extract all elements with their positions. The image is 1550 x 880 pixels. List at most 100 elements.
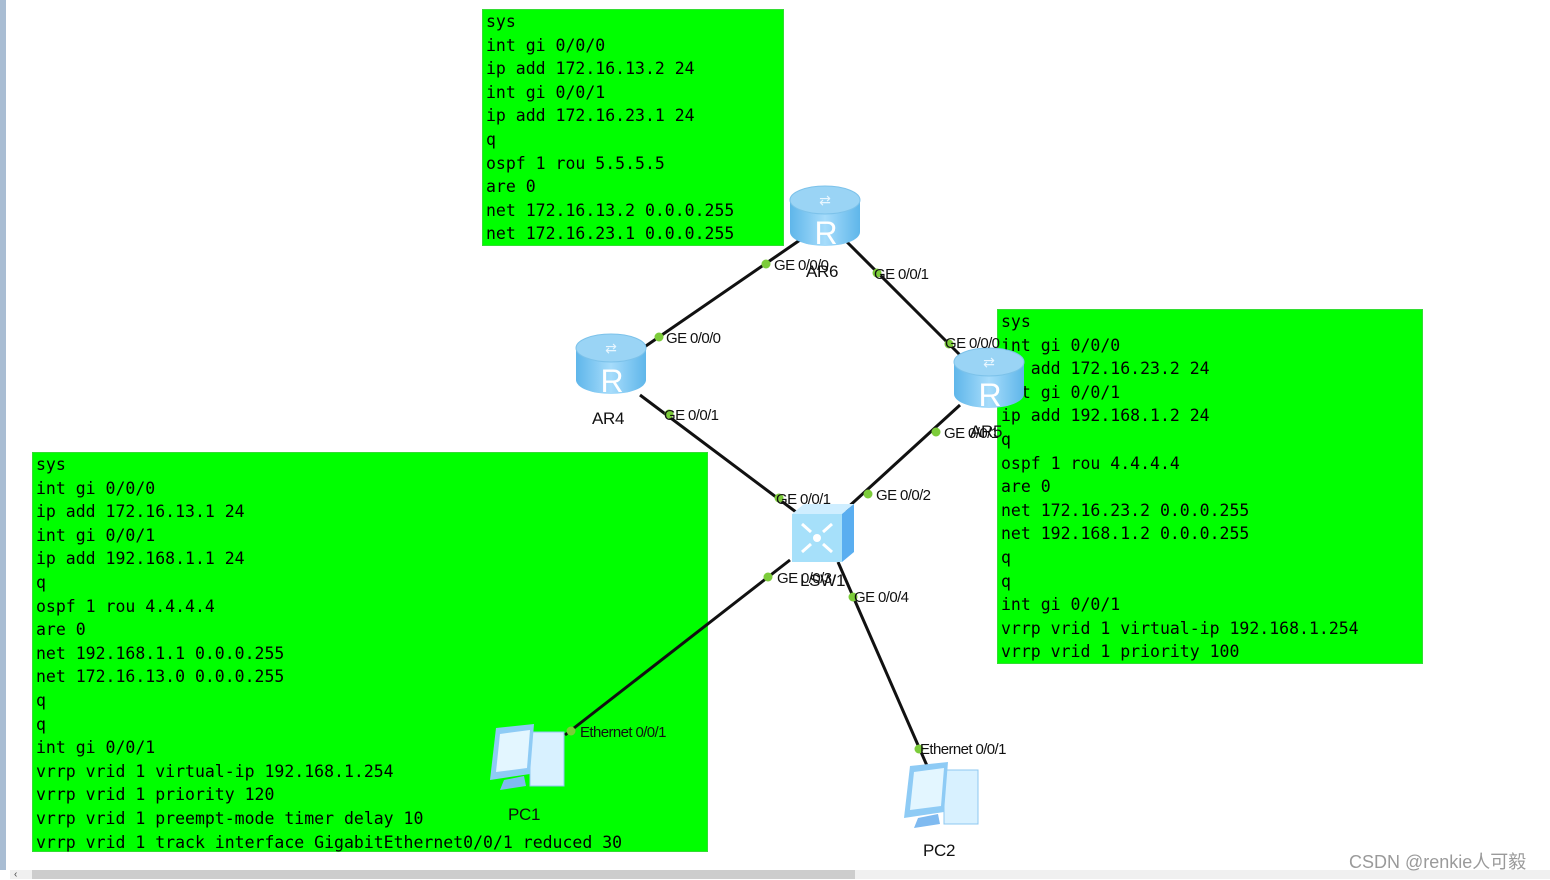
config-line: ip add 172.16.23.2 24 xyxy=(1001,359,1210,379)
config-line: net 192.168.1.1 0.0.0.255 xyxy=(36,643,285,663)
pc-pc2[interactable] xyxy=(900,762,982,837)
router-ar5[interactable]: ⇄ R xyxy=(952,346,1026,417)
port-dot xyxy=(848,592,858,602)
config-line: q xyxy=(36,714,46,734)
config-line: int gi 0/0/1 xyxy=(1001,382,1121,402)
device-name-ar6: AR6 xyxy=(806,262,839,281)
config-line: int gi 0/0/0 xyxy=(486,35,606,55)
config-line: q xyxy=(1001,547,1011,567)
link-ar4-ar6[interactable] xyxy=(639,238,801,352)
svg-text:⇄: ⇄ xyxy=(605,341,617,357)
config-line: are 0 xyxy=(486,177,536,197)
config-line: net 192.168.1.2 0.0.0.255 xyxy=(1001,524,1250,544)
port-dot xyxy=(774,493,784,503)
svg-text:R: R xyxy=(814,215,837,250)
port-dot xyxy=(914,744,924,754)
config-line: net 172.16.23.2 0.0.0.255 xyxy=(1001,500,1250,520)
config-line: vrrp vrid 1 priority 100 xyxy=(1001,642,1240,662)
config-line: int gi 0/0/1 xyxy=(1001,595,1121,615)
port-dot xyxy=(944,339,954,349)
router-icon: ⇄ R xyxy=(789,185,861,251)
config-line: q xyxy=(486,129,496,149)
watermark: CSDN @renkie人可毅 xyxy=(1349,852,1527,872)
config-note-ar5[interactable]: sys int gi 0/0/0 ip add 172.16.23.2 24 int … xyxy=(997,309,1423,664)
config-line: are 0 xyxy=(1001,477,1051,497)
config-line: sys xyxy=(1001,312,1031,331)
port-label-lsw-ge1: GE 0/0/1 xyxy=(776,491,831,508)
config-line: vrrp vrid 1 virtual-ip 192.168.1.254 xyxy=(1001,618,1359,638)
config-line: sys xyxy=(36,455,66,474)
config-line: ip add 192.168.1.1 24 xyxy=(36,549,245,569)
pc-pc1[interactable] xyxy=(486,724,568,799)
switch-lsw1[interactable] xyxy=(790,502,858,569)
router-ar6[interactable]: ⇄ R xyxy=(788,184,862,255)
config-line: q xyxy=(1001,429,1011,449)
port-label-lsw-ge2: GE 0/0/2 xyxy=(876,487,931,504)
config-line: int gi 0/0/1 xyxy=(36,525,156,545)
router-icon: ⇄ R xyxy=(953,347,1025,413)
port-dot xyxy=(654,332,664,342)
config-line: vrrp vrid 1 track interface GigabitEther… xyxy=(36,832,623,852)
port-label-lsw-ge4: GE 0/0/4 xyxy=(854,589,909,606)
port-label-ar5-ge1: GE 0/0/1 xyxy=(944,425,999,442)
horizontal-scrollbar[interactable] xyxy=(10,870,1550,879)
config-line: ospf 1 rou 4.4.4.4 xyxy=(36,596,215,616)
config-line: ip add 192.168.1.2 24 xyxy=(1001,406,1210,426)
window-left-border xyxy=(0,0,6,870)
config-note-ar4[interactable]: sys int gi 0/0/0 ip add 172.16.13.1 24 int … xyxy=(32,452,708,852)
device-name-pc2: PC2 xyxy=(923,841,956,860)
port-label-lsw-ge3: GE 0/0/3 xyxy=(777,570,832,587)
scroll-left-icon[interactable]: ‹ xyxy=(14,869,18,880)
port-dot xyxy=(931,427,941,437)
device-name-ar5: AR5 xyxy=(970,422,1003,441)
scrollbar-thumb[interactable] xyxy=(32,870,855,879)
port-dot xyxy=(566,726,576,736)
config-line: q xyxy=(36,572,46,592)
device-name-pc1: PC1 xyxy=(508,805,541,824)
port-dot xyxy=(872,268,882,278)
pc-icon xyxy=(490,724,565,790)
config-line: q xyxy=(1001,571,1011,591)
port-dot xyxy=(763,572,773,582)
config-line: vrrp vrid 1 virtual-ip 192.168.1.254 xyxy=(36,761,394,781)
port-label-ar6-ge1: GE 0/0/1 xyxy=(874,266,929,283)
svg-text:⇄: ⇄ xyxy=(983,355,995,371)
svg-text:R: R xyxy=(978,377,1001,412)
link-lsw1-pc1[interactable] xyxy=(564,558,791,737)
port-dot xyxy=(863,489,873,499)
port-label-ar5-ge0: GE 0/0/0 xyxy=(945,335,1000,352)
config-line: ospf 1 rou 4.4.4.4 xyxy=(1001,453,1180,473)
pc-icon xyxy=(904,762,979,828)
config-line: vrrp vrid 1 priority 120 xyxy=(36,785,275,805)
router-icon: ⇄ R xyxy=(575,333,647,399)
link-ar6-ar5[interactable] xyxy=(843,238,967,362)
config-note-ar6[interactable]: sys int gi 0/0/0 ip add 172.16.13.2 24 int … xyxy=(482,9,784,246)
device-name-ar4: AR4 xyxy=(592,409,625,428)
router-ar4[interactable]: ⇄ R xyxy=(574,332,648,403)
port-dot xyxy=(664,409,674,419)
device-name-lsw1: LSW1 xyxy=(800,571,846,590)
config-line: ip add 172.16.13.2 24 xyxy=(486,59,695,79)
config-line: int gi 0/0/0 xyxy=(36,478,156,498)
config-line: net 172.16.13.2 0.0.0.255 xyxy=(486,200,735,220)
config-line: int gi 0/0/1 xyxy=(36,738,156,758)
port-label-ar6-ge0: GE 0/0/0 xyxy=(774,257,829,274)
config-line: sys xyxy=(486,12,516,31)
config-line: ip add 172.16.13.1 24 xyxy=(36,502,245,522)
svg-text:R: R xyxy=(600,363,623,398)
config-line: vrrp vrid 1 preempt-mode timer delay 10 xyxy=(36,808,424,828)
config-line: net 172.16.23.1 0.0.0.255 xyxy=(486,224,735,244)
port-label-pc2-eth: Ethernet 0/0/1 xyxy=(920,741,1006,758)
svg-text:⇄: ⇄ xyxy=(819,193,831,209)
config-line: int gi 0/0/1 xyxy=(486,82,606,102)
switch-icon xyxy=(792,504,854,562)
port-label-pc1-eth: Ethernet 0/0/1 xyxy=(580,724,666,741)
port-label-ar4-ge0: GE 0/0/0 xyxy=(666,330,721,347)
port-label-ar4-ge1: GE 0/0/1 xyxy=(664,407,719,424)
config-line: int gi 0/0/0 xyxy=(1001,335,1121,355)
port-dot xyxy=(761,259,771,269)
config-line: ip add 172.16.23.1 24 xyxy=(486,106,695,126)
config-line: are 0 xyxy=(36,620,86,640)
config-line: ospf 1 rou 5.5.5.5 xyxy=(486,153,665,173)
